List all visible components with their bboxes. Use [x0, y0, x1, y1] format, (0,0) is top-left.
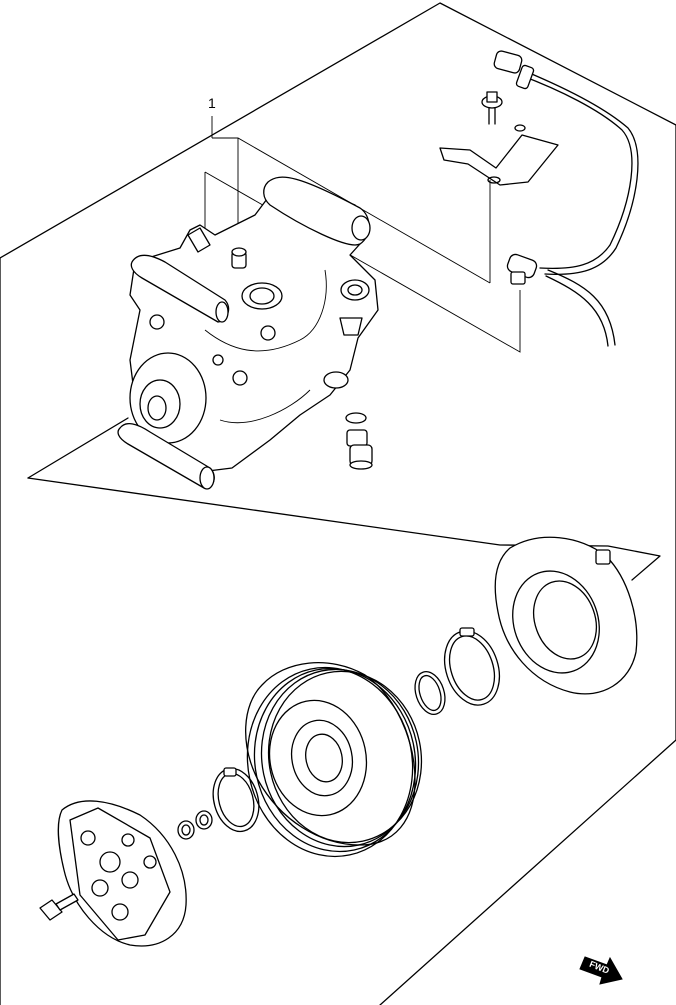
snap-ring-front: [212, 767, 260, 833]
bracket: [439, 91, 559, 186]
shims: [177, 810, 213, 840]
callout-1-label: 1: [208, 95, 216, 111]
compressor: [117, 176, 379, 490]
wire-harness: [493, 50, 639, 347]
pulley: [245, 662, 423, 858]
connector-plug: [493, 50, 523, 74]
bracket-bolt: [481, 91, 503, 125]
clutch-coil: [494, 536, 638, 695]
snap-ring-large: [443, 627, 501, 706]
fwd-direction-marker: FWD: [579, 956, 623, 985]
fwd-arrow-icon: [579, 956, 623, 985]
armature-plate: [57, 800, 187, 947]
center-bolt: [39, 893, 79, 921]
relief-valve: [345, 412, 373, 470]
snap-ring-small: [414, 670, 446, 716]
assembly-plane: [27, 417, 661, 581]
